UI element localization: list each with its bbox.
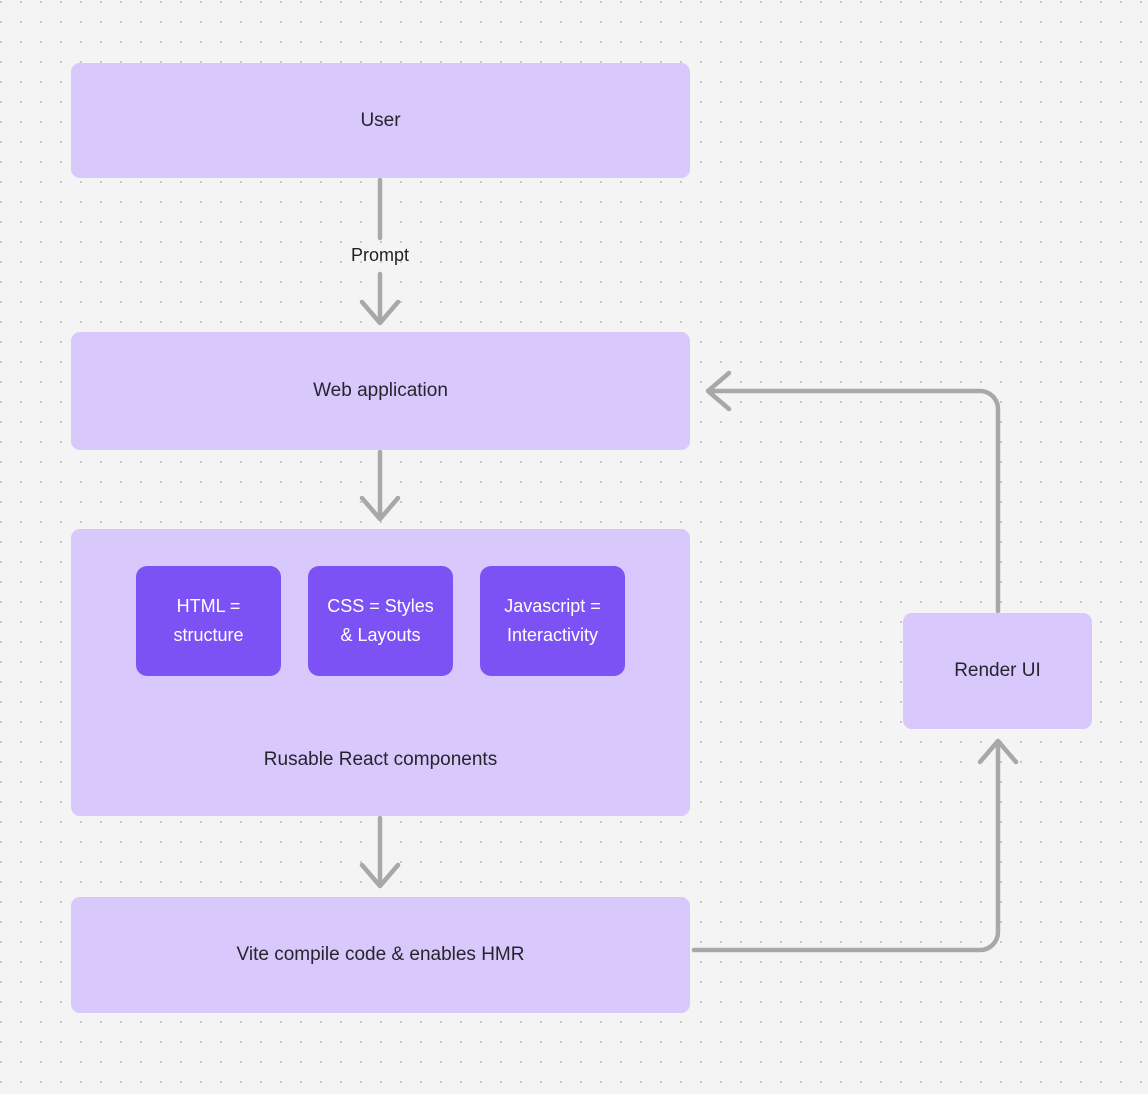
- chip-javascript-label: Javascript = Interactivity: [504, 592, 601, 650]
- node-reusable-react-components-label: Rusable React components: [263, 749, 498, 770]
- node-render-ui[interactable]: Render UI: [903, 613, 1092, 729]
- edge-label-prompt: Prompt: [350, 245, 410, 265]
- chip-javascript[interactable]: Javascript = Interactivity: [480, 566, 625, 676]
- node-web-application[interactable]: Web application: [71, 332, 690, 450]
- node-web-application-label: Web application: [313, 380, 448, 402]
- chip-css-line2: & Layouts: [340, 625, 421, 645]
- chip-javascript-line1: Javascript =: [504, 596, 601, 617]
- node-vite-compile-label: Vite compile code & enables HMR: [236, 944, 525, 966]
- edge-vite-to-render: [691, 738, 1019, 953]
- chip-html-line2: structure: [173, 625, 244, 645]
- node-user-label: User: [360, 109, 401, 131]
- edge-render-to-webapp: [705, 370, 1001, 614]
- chip-html-label: HTML = structure: [173, 592, 243, 650]
- node-reusable-react-components[interactable]: HTML = structure CSS = Styles & Layouts …: [71, 529, 690, 816]
- chip-css-label: CSS = Styles & Layouts: [327, 592, 434, 650]
- chip-html[interactable]: HTML = structure: [136, 566, 281, 676]
- node-vite-compile[interactable]: Vite compile code & enables HMR: [71, 897, 690, 1013]
- chip-css-line1: CSS = Styles: [327, 596, 434, 617]
- edge-react-to-vite: [359, 815, 401, 889]
- node-user[interactable]: User: [71, 63, 690, 178]
- edge-webapp-to-react: [359, 449, 401, 522]
- chip-html-line1: HTML =: [176, 596, 241, 617]
- chip-css[interactable]: CSS = Styles & Layouts: [308, 566, 453, 676]
- node-render-ui-label: Render UI: [954, 660, 1041, 682]
- chip-row: HTML = structure CSS = Styles & Layouts …: [136, 566, 625, 676]
- chip-javascript-line2: Interactivity: [506, 625, 598, 645]
